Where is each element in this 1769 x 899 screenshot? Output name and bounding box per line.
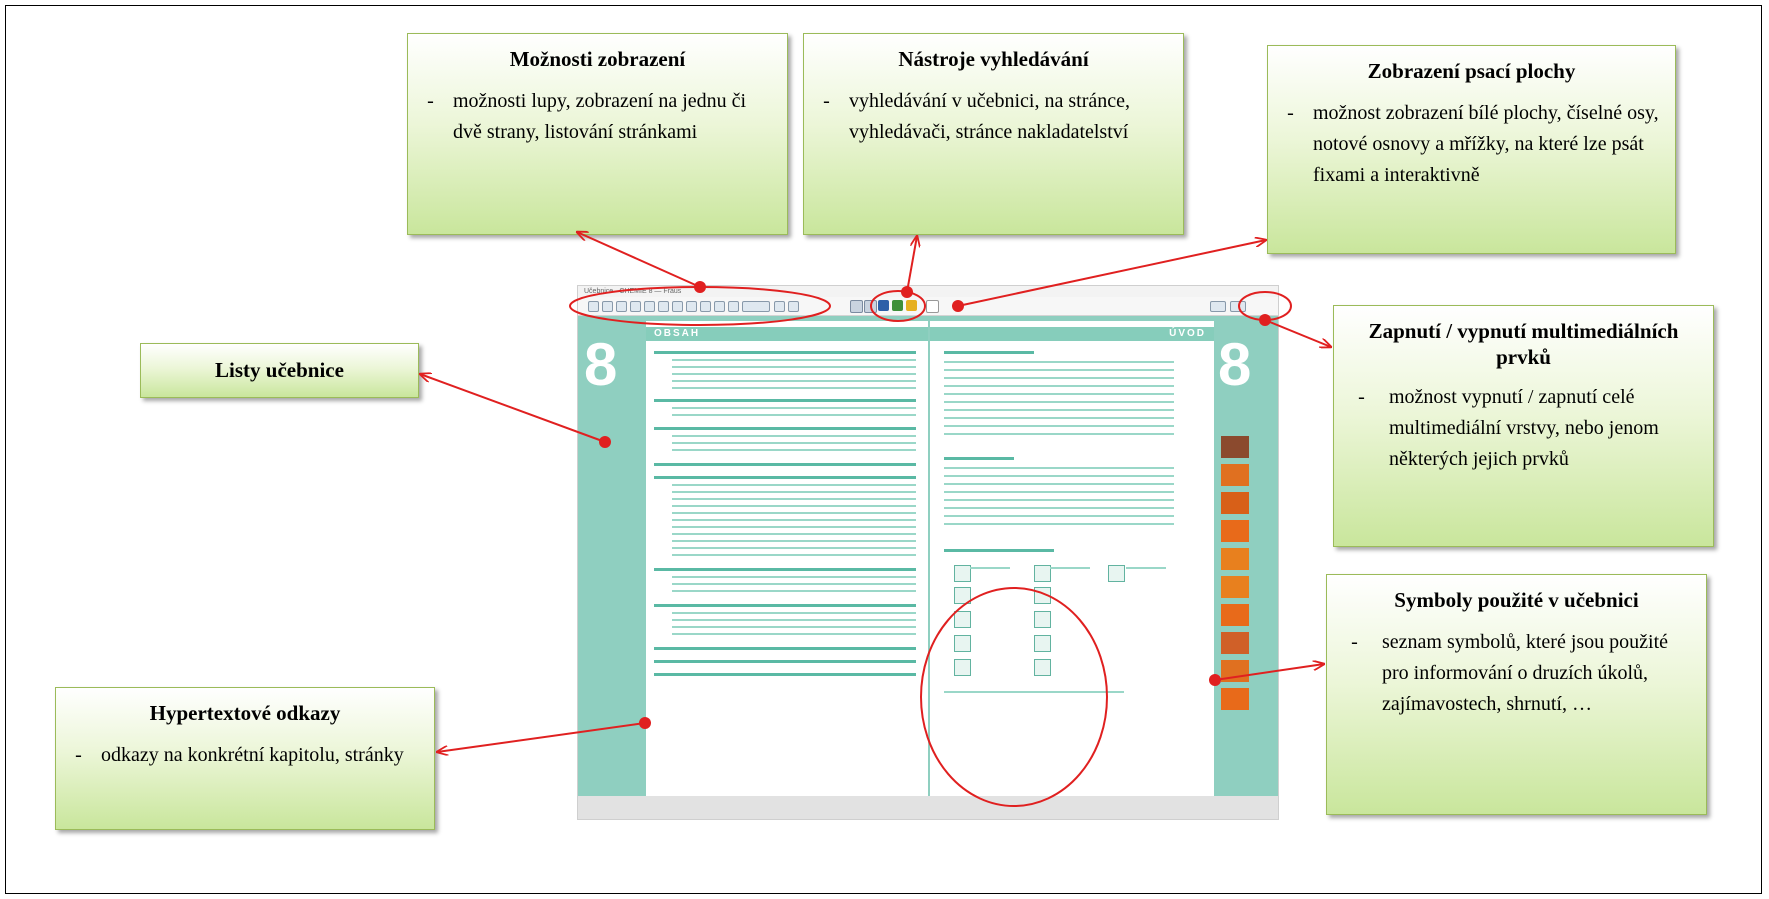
highlight-ellipse-search-tools <box>870 290 926 322</box>
publisher-site-icon[interactable] <box>892 300 903 311</box>
multimedia-settings-icon[interactable] <box>1230 301 1246 312</box>
app-status-bar <box>578 796 1278 819</box>
symbol-icon <box>954 565 971 582</box>
callout-text: možnost vypnutí / zapnutí celé multimedi… <box>1389 386 1659 470</box>
callout-display-options: Možnosti zobrazení -možnosti lupy, zobra… <box>407 33 788 235</box>
hand-icon[interactable] <box>658 301 669 312</box>
chapter-number-left: 8 <box>584 331 618 398</box>
toc-entry[interactable] <box>654 351 916 354</box>
callout-symbols-used: Symboly použité v učebnici -seznam symbo… <box>1326 574 1707 815</box>
multimedia-thumbnail[interactable] <box>1221 520 1249 542</box>
toc-entry[interactable] <box>654 673 916 676</box>
app-title-bar: Učebnice · CHEMIE 8 — Fraus <box>578 286 1278 297</box>
fullscreen-icon[interactable] <box>700 301 711 312</box>
search-engine-icon[interactable] <box>878 300 889 311</box>
textbook-app-screenshot: Učebnice · CHEMIE 8 — Fraus 8 OBSAH <box>577 285 1279 820</box>
figure-frame <box>5 5 1762 894</box>
first-page-icon[interactable] <box>714 301 725 312</box>
arrow-display-options <box>577 232 701 288</box>
arrow-symbols-used <box>1214 664 1324 681</box>
prev-page-icon[interactable] <box>728 301 739 312</box>
symbol-icon <box>954 635 971 652</box>
symbol-icon <box>954 659 971 676</box>
arrow-writing-surface <box>957 240 1266 307</box>
callout-title: Listy učebnice <box>215 358 344 382</box>
callout-textbook-sheets: Listy učebnice <box>140 343 419 398</box>
double-page-icon[interactable] <box>686 301 697 312</box>
toc-entry[interactable] <box>654 568 916 571</box>
callout-text: možnosti lupy, zobrazení na jednu či dvě… <box>453 90 747 143</box>
marker-dot <box>1259 314 1271 326</box>
marker-dot <box>901 286 913 298</box>
callout-hypertext-links: Hypertextové odkazy -odkazy na konkrétní… <box>55 687 435 830</box>
zoom-out-icon[interactable] <box>602 301 613 312</box>
next-page-icon[interactable] <box>774 301 785 312</box>
multimedia-thumbnail[interactable] <box>1221 464 1249 486</box>
symbol-icon <box>954 587 971 604</box>
toc-entry[interactable] <box>654 660 916 663</box>
symbol-icon <box>1034 659 1051 676</box>
multimedia-thumbnail[interactable] <box>1221 632 1249 654</box>
symbol-icon <box>1034 565 1051 582</box>
symbol-icon <box>1034 611 1051 628</box>
chapter-number-right: 8 <box>1218 331 1252 398</box>
symbol-icon <box>954 611 971 628</box>
arrow-search-tools <box>906 236 917 293</box>
callout-title: Zobrazení psací plochy <box>1367 59 1576 83</box>
marker-dot <box>639 717 651 729</box>
callout-title: Zapnutí / vypnutí multimediálních prvků <box>1368 319 1679 369</box>
whiteboard-icon[interactable] <box>926 300 939 313</box>
marker-dot <box>599 436 611 448</box>
marker-dot <box>694 281 706 293</box>
callout-writing-surface: Zobrazení psací plochy -možnost zobrazen… <box>1267 45 1676 254</box>
callout-title: Nástroje vyhledávání <box>898 47 1089 71</box>
left-page-contents: OBSAH <box>646 321 928 796</box>
arrow-textbook-sheets <box>420 374 606 443</box>
book-spread: 8 OBSAH <box>578 316 1278 796</box>
magnifier-icon[interactable] <box>630 301 641 312</box>
callout-text: možnost zobrazení bílé plochy, číselné o… <box>1313 102 1659 186</box>
toc-entry[interactable] <box>654 427 916 430</box>
page-number-field[interactable] <box>742 301 770 312</box>
right-page-introduction: ÚVOD <box>930 321 1214 796</box>
multimedia-thumbnail[interactable] <box>1221 548 1249 570</box>
callout-text: vyhledávání v učebnici, na stránce, vyhl… <box>849 90 1130 143</box>
symbol-icon <box>1108 565 1125 582</box>
right-page-header: ÚVOD <box>930 327 1214 341</box>
arrow-multimedia-toggle <box>1264 319 1331 347</box>
callout-search-tools: Nástroje vyhledávání -vyhledávání v učeb… <box>803 33 1184 235</box>
callout-title: Hypertextové odkazy <box>149 701 341 725</box>
callout-multimedia-toggle: Zapnutí / vypnutí multimediálních prvků … <box>1333 305 1714 547</box>
toc-entry[interactable] <box>654 399 916 402</box>
search-book-icon[interactable] <box>850 300 863 313</box>
zoom-in-icon[interactable] <box>588 301 599 312</box>
multimedia-layer-icon[interactable] <box>1210 301 1226 312</box>
callout-text: seznam symbolů, které jsou použité pro i… <box>1382 631 1669 715</box>
callout-title: Možnosti zobrazení <box>509 47 686 71</box>
multimedia-thumbnail[interactable] <box>1221 688 1249 710</box>
multimedia-thumbnail[interactable] <box>1221 492 1249 514</box>
arrow-hypertext-links <box>437 722 646 752</box>
highlight-ellipse-symbols <box>920 587 1108 807</box>
callout-text: odkazy na konkrétní kapitolu, stránky <box>101 744 404 766</box>
toc-entry[interactable] <box>654 476 916 479</box>
marker-dot <box>952 300 964 312</box>
multimedia-thumbnail[interactable] <box>1221 436 1249 458</box>
pointer-icon[interactable] <box>644 301 655 312</box>
multimedia-thumbnail[interactable] <box>1221 604 1249 626</box>
publisher-logo-icon[interactable] <box>906 300 917 311</box>
last-page-icon[interactable] <box>788 301 799 312</box>
toc-entry[interactable] <box>654 647 916 650</box>
callout-title: Symboly použité v učebnici <box>1394 588 1639 612</box>
app-toolbar <box>578 297 1278 316</box>
left-page-header: OBSAH <box>646 327 928 341</box>
marker-dot <box>1209 674 1221 686</box>
toc-entry[interactable] <box>654 604 916 607</box>
zoom-fit-icon[interactable] <box>616 301 627 312</box>
toc-entry[interactable] <box>654 463 916 466</box>
single-page-icon[interactable] <box>672 301 683 312</box>
symbol-icon <box>1034 635 1051 652</box>
multimedia-thumbnail[interactable] <box>1221 576 1249 598</box>
